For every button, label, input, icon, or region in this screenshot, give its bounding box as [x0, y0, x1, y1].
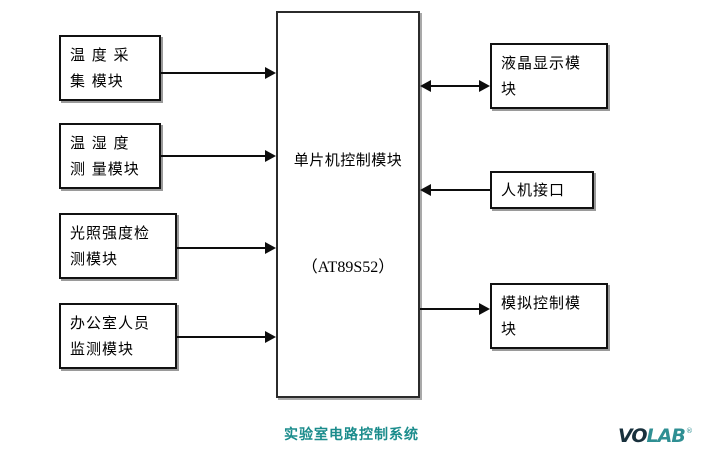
connector-line	[420, 308, 479, 310]
connector-line	[431, 189, 490, 191]
arrow-head-right-icon	[265, 242, 276, 254]
mcu-title: 单片机控制模块	[293, 151, 403, 169]
block-lcd-display: 液晶显示模 块	[490, 43, 608, 109]
mcu-chip-label: （AT89S52）	[301, 259, 395, 276]
arrow-head-left-icon	[420, 80, 431, 92]
block-light-intensity: 光照强度检 测模块	[59, 213, 177, 279]
connector-line	[161, 72, 265, 74]
block-analog-control: 模拟控制模 块	[490, 283, 608, 349]
block-label-occupancy-monitor: 办公室人员 监测模块	[70, 314, 151, 358]
arrow-head-right-icon	[479, 303, 490, 315]
block-human-machine-interface: 人机接口	[490, 171, 594, 209]
block-label-lcd-display: 液晶显示模 块	[501, 54, 582, 98]
block-label-temp-acquire: 温 度 采 集 模块	[70, 46, 130, 90]
block-label-light-intensity: 光照强度检 测模块	[70, 224, 151, 268]
arrow-head-left-icon	[420, 184, 431, 196]
block-temp-acquire: 温 度 采 集 模块	[59, 35, 161, 101]
arrow-head-right-icon	[265, 150, 276, 162]
logo-trademark-icon: ®	[685, 427, 693, 435]
block-label-human-machine-interface: 人机接口	[501, 181, 566, 199]
block-label-humidity-measure: 温 湿 度 测 量模块	[70, 134, 140, 178]
arrow-head-right-icon	[265, 67, 276, 79]
logo-text-vo: VO	[618, 425, 648, 447]
block-mcu-control: 单片机控制模块 （AT89S52）	[276, 11, 420, 398]
connector-line	[161, 155, 265, 157]
connector-line	[177, 336, 265, 338]
logo-text-lab: LAB	[646, 425, 686, 447]
arrow-head-right-icon	[265, 331, 276, 343]
connector-line	[431, 85, 483, 87]
connector-line	[177, 247, 265, 249]
block-label-analog-control: 模拟控制模 块	[501, 294, 582, 338]
block-humidity-measure: 温 湿 度 测 量模块	[59, 123, 161, 189]
diagram-caption: 实验室电路控制系统	[284, 427, 419, 443]
arrow-head-right-icon	[479, 80, 490, 92]
block-occupancy-monitor: 办公室人员 监测模块	[59, 303, 177, 369]
